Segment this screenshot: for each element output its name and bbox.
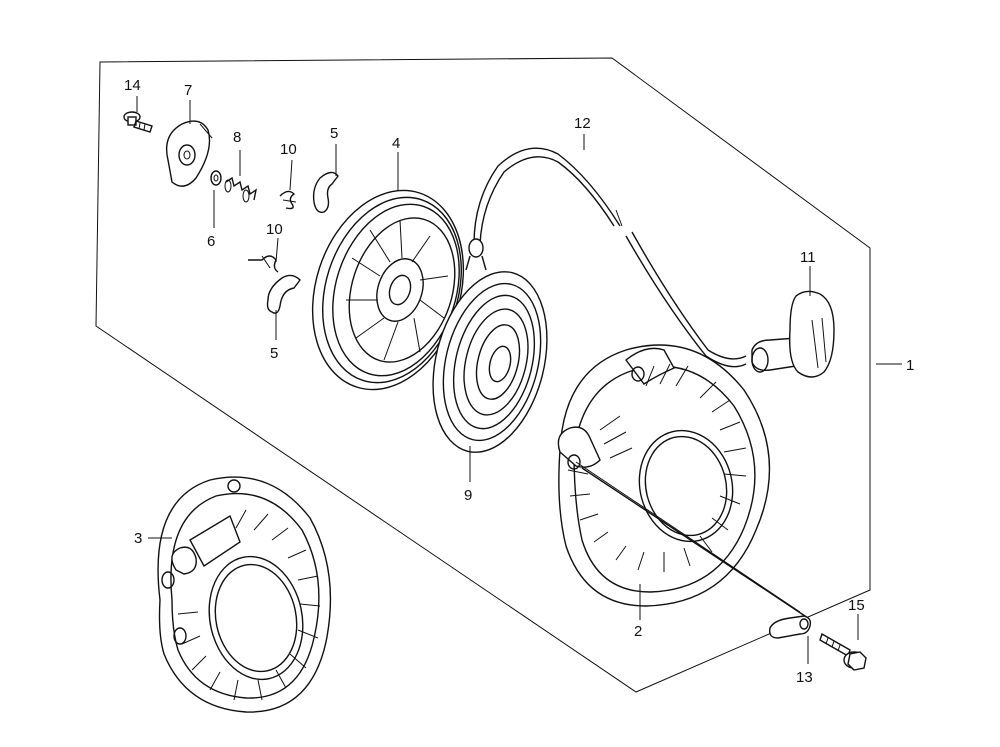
callout-9: 9 (464, 487, 472, 504)
callout-10-upper: 10 (280, 141, 297, 158)
callout-8: 8 (233, 129, 241, 146)
callout-labels: 14 7 8 6 10 5 4 12 10 5 11 1 9 3 2 15 13 (124, 77, 914, 686)
callout-2: 2 (634, 623, 642, 640)
part-13-pin (768, 615, 812, 639)
part-8-spring (224, 176, 258, 203)
part-12-starter-rope (465, 147, 747, 368)
part-7-ratchet-plate (165, 120, 213, 187)
callout-15: 15 (848, 597, 865, 614)
callout-7: 7 (184, 82, 192, 99)
part-15-flange-bolt (819, 632, 867, 671)
callout-4: 4 (392, 135, 400, 152)
part-5-pawl-lower (266, 274, 301, 314)
part-6-washer (210, 170, 222, 186)
part-9-recoil-spring (432, 271, 548, 453)
part-2-starter-case (557, 344, 809, 619)
part-10-clip-lower (248, 255, 279, 273)
callout-3: 3 (134, 530, 142, 547)
callout-5-lower: 5 (270, 345, 278, 362)
assembly-outline (95, 57, 871, 693)
callout-1: 1 (906, 357, 914, 374)
leader-lines (136, 96, 902, 664)
part-5-pawl-upper (312, 171, 339, 213)
callout-6: 6 (207, 233, 215, 250)
part-14-bolt (123, 111, 153, 133)
part-10-clip-upper (279, 190, 297, 210)
callout-11: 11 (800, 249, 816, 266)
callout-14: 14 (124, 77, 141, 94)
callout-10-lower: 10 (266, 221, 283, 238)
callout-5-upper: 5 (330, 125, 338, 142)
callout-13: 13 (796, 669, 813, 686)
callout-12: 12 (574, 115, 591, 132)
part-11-starter-grip (751, 290, 835, 378)
part-3-outer-cover (157, 476, 332, 713)
